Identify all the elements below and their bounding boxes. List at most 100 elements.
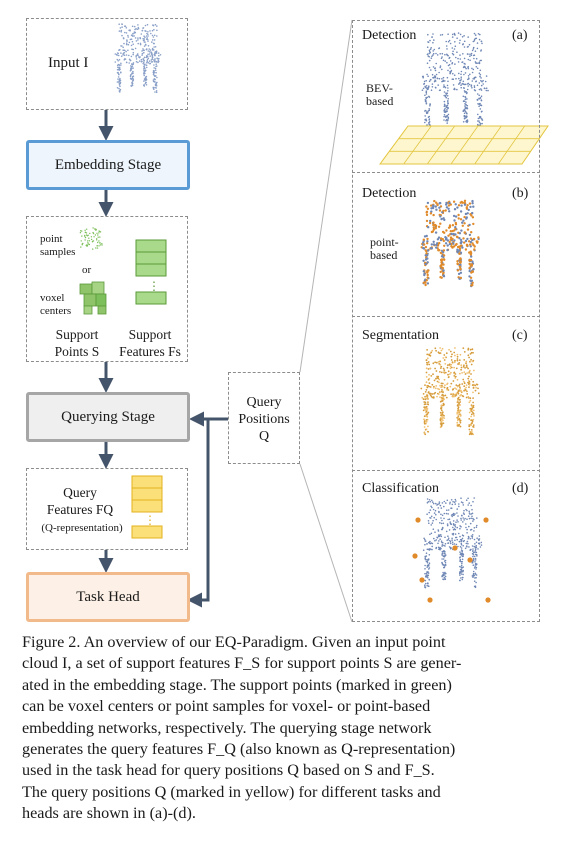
point-mark [141,52,144,55]
point-mark [478,115,481,118]
point-mark [151,55,154,57]
query-features-stack: ⋮ [131,475,163,539]
point-mark [429,367,431,370]
point-mark [448,364,451,366]
point-mark [478,72,481,74]
point-mark [471,199,474,203]
point-mark [131,25,134,28]
point-mark [452,232,455,236]
point-mark [99,230,101,233]
point-mark [437,361,440,363]
point-mark [121,26,123,28]
point-mark [472,268,475,271]
point-mark [474,543,476,545]
point-mark [150,59,153,61]
support-features-label: Support Features Fs [119,327,181,359]
point-mark [444,394,447,397]
point-mark [467,240,471,243]
point-mark [439,352,442,354]
point-mark [433,537,435,540]
point-mark [463,215,466,219]
point-mark [143,63,146,66]
point-mark [146,60,149,63]
point-mark [153,46,155,48]
point-mark [481,42,483,45]
point-mark [155,75,157,77]
point-mark [443,414,445,417]
point-mark [470,358,472,361]
point-mark [422,241,425,244]
point-mark [423,426,426,428]
point-mark [431,499,433,502]
point-mark [434,76,437,79]
point-mark [457,363,459,365]
point-mark [477,392,480,395]
point-mark [430,230,434,234]
point-mark [141,50,143,52]
point-mark [458,409,461,412]
point-mark [443,398,445,401]
point-mark [437,542,439,545]
point-mark [453,361,456,364]
point-mark [460,78,463,80]
point-mark [428,66,431,69]
point-mark [459,390,462,392]
point-mark [464,72,467,74]
point-mark [478,62,481,65]
point-mark [485,87,488,89]
point-mark [467,542,469,545]
point-mark [473,32,476,35]
point-mark [480,541,483,544]
point-mark [131,48,133,50]
point-mark [430,47,433,49]
point-mark [472,222,475,226]
point-mark [134,37,137,39]
point-mark [474,389,477,392]
point-mark [439,419,442,422]
point-mark [431,548,433,551]
point-mark [465,526,467,529]
point-mark [436,203,439,206]
point-mark [453,528,456,530]
point-mark [426,498,429,500]
point-mark [432,204,435,207]
point-mark [440,407,442,409]
panel-b-chair-points [420,199,480,288]
bev-grid-line [474,125,502,165]
point-mark [484,80,487,83]
point-mark [155,61,157,63]
point-mark [429,392,432,395]
point-mark [449,67,451,69]
point-mark [440,513,442,516]
point-mark [425,381,428,384]
point-mark [423,415,426,418]
point-mark [433,39,435,41]
point-mark [147,35,149,37]
point-mark [141,54,143,56]
point-mark [97,234,99,236]
point-mark [118,58,121,61]
point-mark [432,362,435,365]
point-mark [428,108,431,110]
point-mark [467,367,469,370]
point-mark [465,216,468,219]
point-mark [444,95,447,98]
point-mark [425,376,428,378]
point-mark [443,517,445,520]
point-mark [461,61,463,64]
point-mark [442,76,445,79]
point-mark [479,546,482,548]
point-mark [116,58,119,61]
task-panels-container [352,20,540,622]
point-mark [453,239,456,242]
panel-c-chair-points [420,347,480,436]
point-mark [124,31,126,34]
point-mark [428,56,431,58]
point-mark [426,386,429,389]
point-mark [468,383,471,386]
point-mark [475,62,478,64]
point-mark [466,372,469,374]
point-mark [442,258,446,261]
point-mark [137,37,139,39]
point-mark [128,58,131,61]
